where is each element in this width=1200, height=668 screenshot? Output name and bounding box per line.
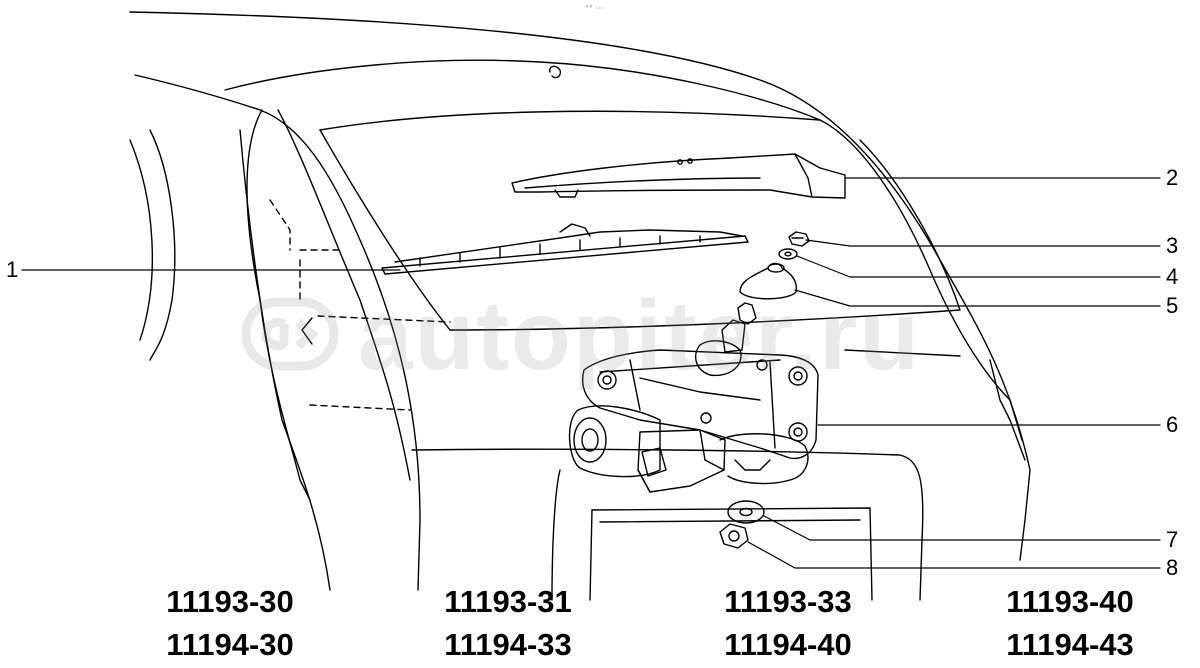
callout-6: 6 (1166, 412, 1179, 437)
callout-1: 1 (6, 257, 19, 282)
top-mark: °° ··· (585, 4, 604, 13)
car-body-outline (129, 11, 1031, 601)
leader-lines (21, 177, 1161, 569)
nut-8 (719, 523, 749, 549)
model-code-11193-31: 11193-31 (444, 584, 572, 619)
model-code-11193-30: 11193-30 (166, 584, 294, 619)
wiper-motor (568, 302, 819, 493)
callout-2: 2 (1166, 165, 1179, 190)
callout-7: 7 (1166, 527, 1179, 552)
wiper-arm (511, 153, 846, 199)
washer-4 (778, 248, 798, 260)
model-code-11194-30: 11194-30 (166, 627, 294, 662)
model-code-11194-33: 11194-33 (444, 627, 572, 662)
callout-8: 8 (1166, 555, 1179, 580)
callout-5: 5 (1166, 293, 1179, 318)
callout-4: 4 (1166, 264, 1179, 289)
nut-3 (788, 231, 810, 247)
callout-3: 3 (1166, 233, 1179, 258)
model-code-11194-43: 11194-43 (1006, 627, 1134, 662)
wiper-blade (381, 223, 749, 275)
model-code-11193-33: 11193-33 (724, 584, 852, 619)
seal-cap-5 (739, 262, 798, 300)
model-code-11193-40: 11193-40 (1006, 584, 1134, 619)
washer-7 (727, 500, 765, 524)
model-code-11194-40: 11194-40 (724, 627, 852, 662)
